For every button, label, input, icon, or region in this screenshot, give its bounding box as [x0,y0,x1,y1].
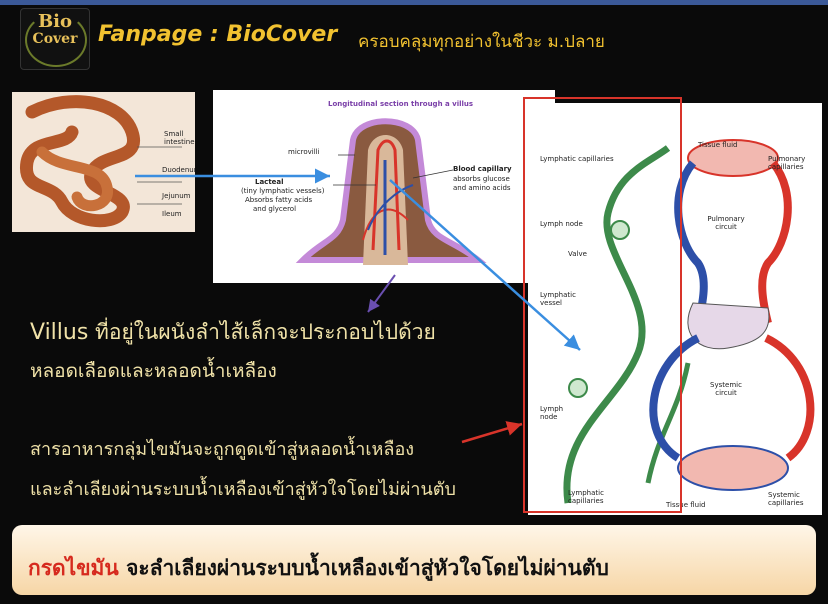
label-lymphatic-vessel: Lymphatic vessel [540,291,576,307]
label-lacteal-desc2: Absorbs fatty acids [245,196,313,204]
page-subtitle: ครอบคลุมทุกอย่างในชีวะ ม.ปลาย [358,32,605,52]
page-title: Fanpage : BioCover [98,22,338,47]
label-systemic-circuit: Systemic circuit [710,381,742,397]
fat-absorption-line1: สารอาหารกลุ่มไขมันจะถูกดูดเข้าสู่หลอดน้ำ… [30,439,415,460]
conclusion-box [12,525,816,595]
label-lacteal: Lacteal [255,178,284,186]
label-blood-desc1: absorbs glucose [453,175,510,183]
arrow-text-to-frame [461,421,523,444]
label-valve: Valve [568,250,587,258]
label-blood-capillary: Blood capillary [453,165,512,173]
label-lacteal-desc1: (tiny lymphatic vessels) [241,187,325,195]
top-accent-bar [0,0,828,5]
lymphatic-highlight-frame [523,97,682,513]
conclusion-highlight: กรดไขมัน [28,556,119,580]
intestine-drawing [12,92,195,232]
label-pulmonary-circuit: Pulmonary circuit [707,215,745,231]
label-lacteal-desc3: and glycerol [253,205,297,213]
label-jejunum: Jejunum [162,192,191,200]
fat-absorption-line2: และลำเลียงผ่านระบบน้ำเหลืองเข้าสู่หัวใจโ… [30,479,456,500]
label-lymph-node-1: Lymph node [540,220,583,228]
villus-word: Villus [30,320,89,345]
circulation-drawing [563,139,815,504]
label-ileum: Ileum [162,210,182,218]
label-tissue-fluid-bottom: Tissue fluid [666,501,706,509]
villus-drawing [295,118,487,265]
biocover-logo: Bio Cover [20,8,90,70]
label-pulmonary-capillaries: Pulmonary capillaries [768,155,806,171]
villus-description-line1: Villus ที่อยู่ในผนังลำไส้เล็กจะประกอบไปด… [30,316,436,349]
label-microvilli: microvilli [288,148,320,156]
villus-description-rest: ที่อยู่ในผนังลำไส้เล็กจะประกอบไปด้วย [95,320,436,344]
lymphatic-circulation-diagram: Lymphatic capillaries Tissue fluid Pulmo… [528,103,822,515]
villus-diagram-title: Longitudinal section through a villus [328,100,474,108]
arrow-villus-text [367,274,396,313]
label-lymph-node-2: Lymph node [540,405,564,421]
conclusion-rest: จะลำเลียงผ่านระบบน้ำเหลืองเข้าสู่หัวใจโด… [126,556,609,580]
label-lymphatic-capillaries-bottom: Lymphatic capillaries [568,489,604,505]
label-tissue-fluid-top: Tissue fluid [698,141,738,149]
label-systemic-capillaries: Systemic capillaries [768,491,804,507]
laurel-wreath-icon [25,13,87,67]
villus-description-line2: หลอดเลือดและหลอดน้ำเหลือง [30,360,277,382]
arrow-lacteal-to-lymph [389,179,581,351]
conclusion-text: กรดไขมัน จะลำเลียงผ่านระบบน้ำเหลืองเข้าส… [28,552,609,585]
label-lymphatic-capillaries-top: Lymphatic capillaries [540,155,614,163]
label-duodenum: Duodenum [162,166,195,174]
small-intestine-illustration: Small intestine Duodenum Jejunum Ileum [12,92,195,232]
label-blood-desc2: and amino acids [453,184,511,192]
label-small-intestine: Small intestine [164,130,195,146]
villus-section-diagram: Longitudinal section through a villus mi… [213,90,555,283]
